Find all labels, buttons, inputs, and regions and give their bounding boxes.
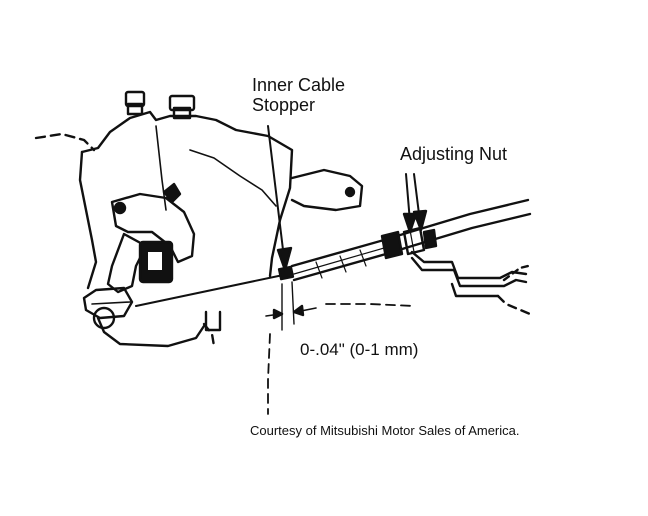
inner-cable-stopper-label: Inner Cable Stopper — [252, 75, 346, 116]
housing-body — [80, 110, 294, 278]
housing-left-edge — [78, 150, 98, 290]
clip-round-end — [92, 306, 116, 330]
stopper-leader — [267, 125, 285, 259]
cable-bracket — [410, 256, 528, 288]
top-bolt-left — [124, 90, 146, 116]
housing-inner-panel — [155, 125, 167, 211]
inner-cable-stopper-label-line2: Stopper — [252, 94, 316, 115]
outer-cable-lower — [292, 212, 532, 282]
inner-cable-stopper-label-line1: Inner Cable — [252, 75, 346, 95]
image-credit: Courtesy of Mitsubishi Motor Sales of Am… — [250, 423, 520, 438]
mount-bracket-hole — [344, 186, 356, 198]
bracket-outline-dashed — [34, 132, 96, 152]
gap-dimension-label: 0-.04" (0-1 mm) — [300, 340, 419, 359]
mount-bracket — [290, 168, 364, 212]
stopper-arrowhead — [276, 246, 293, 272]
cam-screw — [162, 182, 182, 204]
cable-end-clip — [82, 286, 134, 320]
top-bolt-right — [168, 94, 196, 120]
housing-inner-contour — [189, 149, 277, 207]
bracket-dashed — [496, 294, 532, 316]
inner-cable — [135, 273, 289, 307]
lower-support-post — [204, 310, 222, 332]
housing-lower-edge — [96, 316, 206, 348]
dimension-dashed-vertical — [267, 333, 271, 415]
throttle-cam — [110, 192, 196, 264]
cam-pivot — [113, 201, 127, 215]
adjusting-nut — [380, 226, 438, 260]
adjusting-nut-label: Adjusting Nut — [400, 144, 508, 164]
gap-extension-right — [291, 281, 295, 325]
dimension-dashed-horizontal — [325, 303, 415, 307]
